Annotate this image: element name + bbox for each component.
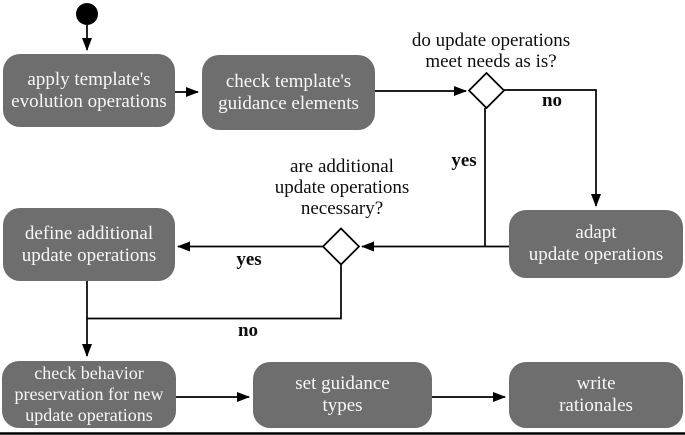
question-line: necessary? — [300, 198, 384, 219]
decision-diamond-additional-ops — [321, 227, 361, 266]
activity-label-line: update operations — [25, 405, 153, 425]
activity-define-additional-update-operations: define additional update operations — [3, 208, 175, 281]
activity-label-line: set guidance — [295, 373, 390, 394]
activity-label-line: update operations — [21, 244, 157, 266]
activity-check-guidance-elements: check template's guidance elements — [202, 55, 375, 130]
activity-label-line: update operations — [528, 244, 664, 265]
activity-label-line: write — [576, 373, 616, 394]
activity-set-guidance-types: set guidance types — [253, 362, 432, 428]
edge-decision1-no-to-adapt — [504, 89, 601, 207]
activity-label-line: adapt — [575, 222, 617, 243]
decision-question-meet-needs: do update operations meet needs as is? — [391, 30, 591, 72]
activity-apply-evolution-operations: apply template's evolution operations — [3, 54, 175, 127]
edge-label-yes-additional-ops: yes — [236, 249, 262, 270]
decision-diamond-meet-needs — [467, 71, 506, 110]
edge-decision2-no-to-check-behavior — [82, 264, 342, 357]
activity-label-line: check template's — [225, 70, 352, 92]
activity-label-line: evolution operations — [11, 90, 167, 112]
activity-label-line: types — [322, 395, 363, 416]
question-line: are additional — [290, 156, 394, 177]
question-line: do update operations — [411, 30, 571, 51]
question-line: meet needs as is? — [425, 51, 557, 72]
question-line: update operations — [274, 177, 410, 198]
activity-label-line: rationales — [559, 395, 633, 416]
activity-write-rationales: write rationales — [509, 362, 683, 428]
decision-question-additional-ops: are additional update operations necessa… — [252, 156, 432, 219]
edge-label-no-meet-needs: no — [541, 90, 563, 111]
activity-label-line: apply template's — [27, 68, 151, 90]
edge-label-no-additional-ops: no — [237, 320, 259, 341]
activity-label-line: guidance elements — [218, 92, 359, 114]
edge-label-yes-meet-needs: yes — [451, 150, 477, 171]
activity-label-line: check behavior — [34, 363, 144, 383]
activity-label-line: define additional — [24, 222, 154, 244]
activity-label-line: preservation for new — [14, 384, 164, 404]
activity-adapt-update-operations: adapt update operations — [509, 210, 683, 278]
initial-node — [76, 3, 98, 25]
activity-check-behavior-preservation: check behavior preservation for new upda… — [2, 361, 176, 428]
